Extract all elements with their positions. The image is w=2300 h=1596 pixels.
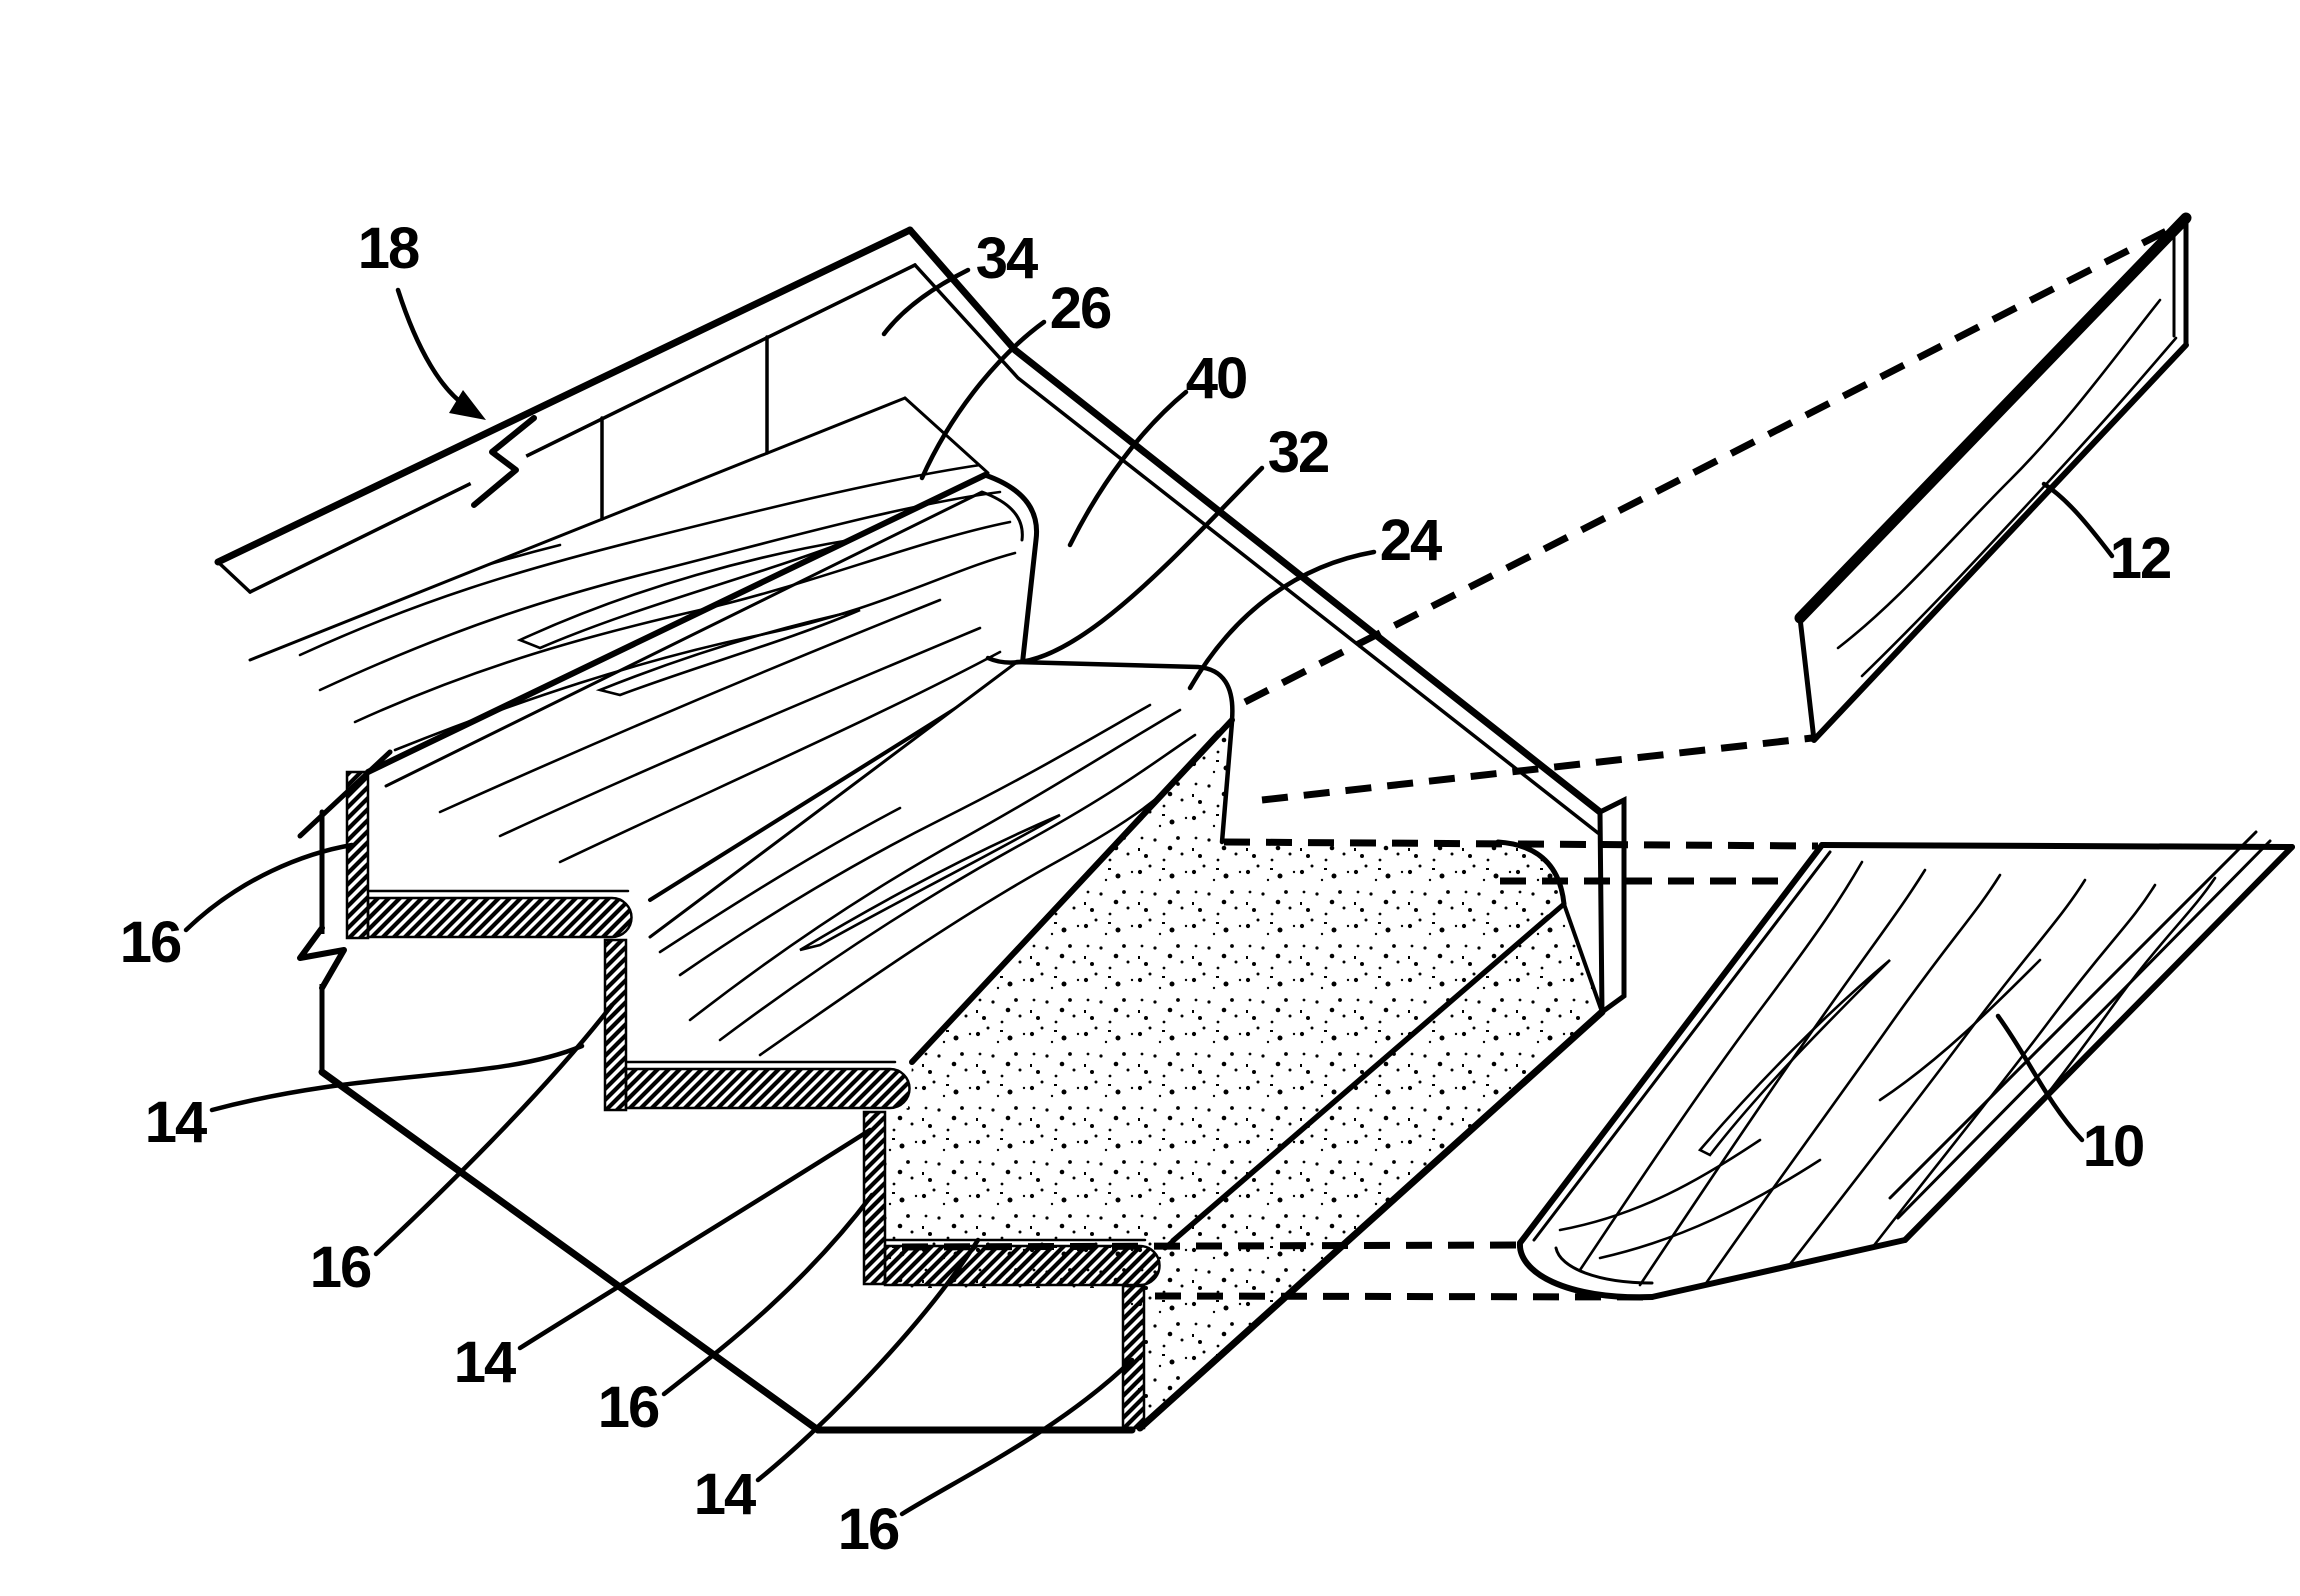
callout-16-3: 16 (598, 1375, 659, 1440)
callout-14-2: 14 (454, 1330, 516, 1395)
callout-18: 18 (358, 216, 419, 281)
projection-line-riser-top (1243, 220, 2182, 706)
tread-cover-piece (1516, 830, 2295, 1301)
callout-40: 40 (1186, 346, 1247, 411)
edge-strip-horizontal-3 (883, 1244, 1161, 1287)
leader-32 (985, 465, 1265, 665)
callout-34: 34 (976, 226, 1038, 291)
projection-lines (901, 220, 2182, 1301)
callout-16-2: 16 (310, 1235, 371, 1300)
leader-16-4 (899, 1357, 1135, 1517)
callout-14-1: 14 (145, 1090, 207, 1155)
staircase (214, 226, 1627, 1434)
second-step-wood-surface (626, 659, 1235, 1070)
callout-16-4: 16 (838, 1497, 899, 1562)
callout-14-3: 14 (694, 1462, 756, 1527)
edge-strip-vertical-4 (1121, 1284, 1146, 1430)
leader-10 (1995, 1013, 2085, 1143)
leader-14-3 (755, 1237, 981, 1483)
edge-strip-vertical-3 (862, 1110, 887, 1286)
callout-16-1: 16 (120, 910, 181, 975)
riser-cover-piece (1794, 212, 2192, 743)
callout-24: 24 (1380, 508, 1442, 573)
bullnose-curl-line (1554, 1246, 1654, 1285)
leader-16-3 (661, 1192, 875, 1397)
break-mark-top (460, 415, 538, 508)
leader-40 (1067, 389, 1189, 548)
callout-labels: 18 34 26 40 32 24 12 10 16 14 16 14 16 1… (120, 216, 2173, 1562)
leader-18 (395, 287, 469, 409)
edge-strip-vertical-1 (345, 770, 370, 940)
projection-line-tread-back (1223, 838, 1819, 850)
callout-12: 12 (2110, 526, 2171, 591)
callout-32: 32 (1268, 420, 1329, 485)
edge-strip-vertical-2 (603, 938, 628, 1112)
projection-line-riser-bottom (1261, 734, 1813, 804)
leader-14-2 (517, 1127, 873, 1351)
leader-16-2 (373, 1002, 615, 1257)
edge-strip-horizontal-2 (624, 1067, 911, 1110)
left-stringer (214, 226, 1627, 1434)
callout-leaders (183, 267, 2115, 1517)
break-mark-left (297, 925, 347, 991)
callout-10: 10 (2083, 1114, 2144, 1179)
leader-14-1 (209, 1043, 585, 1113)
edge-strip-horizontal-1 (366, 896, 633, 939)
leader-24 (1187, 549, 1377, 691)
leader-12 (2041, 481, 2115, 559)
leader-26 (919, 319, 1047, 481)
arrowhead-18 (449, 390, 486, 420)
bullnose-line-outer (1896, 839, 2272, 1220)
bullnose-line-inner (1888, 830, 2258, 1200)
projection-line-nose-top (901, 1241, 1517, 1251)
stringer-end-face (1597, 795, 1627, 1017)
first-step-wood-surface (248, 335, 1040, 902)
leader-16-1 (183, 842, 355, 933)
callout-26: 26 (1050, 276, 1111, 341)
leader-34 (881, 267, 971, 337)
